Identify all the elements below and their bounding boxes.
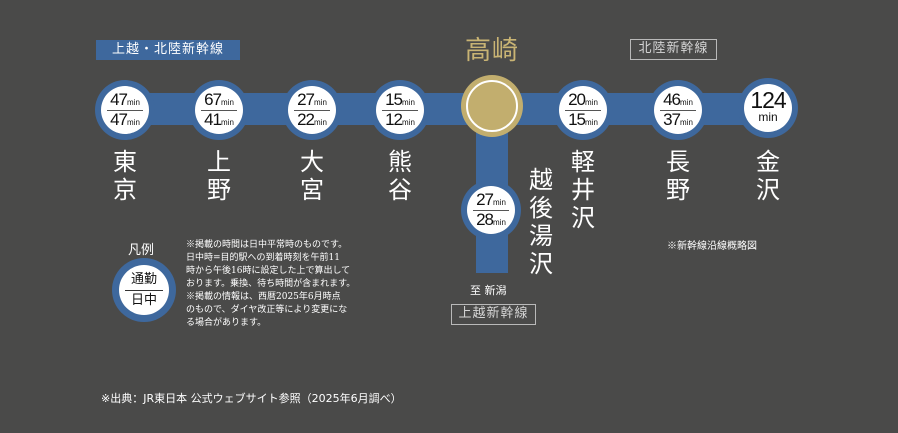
- station-time-tokyo: 47min 47min: [95, 80, 155, 140]
- station-name-ueno: 上野: [207, 148, 231, 204]
- station-time-nagano: 46min 37min: [648, 80, 708, 140]
- station-name-kanazawa: 金沢: [756, 148, 780, 204]
- station-time-echigo-yuzawa: 27min 28min: [461, 180, 521, 240]
- notes: ※掲載の時間は日中平常時のものです。 日中時=目的駅への到着時刻を午前11 時か…: [186, 240, 356, 328]
- joetsu-hokuriku-shinkansen-label: 上越・北陸新幹線: [96, 40, 240, 60]
- legend-daytime-label: 日中: [130, 293, 157, 308]
- station-time-kumagaya: 15min 12min: [370, 80, 430, 140]
- joetsu-shinkansen-label: 上越新幹線: [451, 304, 536, 325]
- station-name-karuizawa: 軽井沢: [571, 148, 595, 232]
- hokuriku-shinkansen-label: 北陸新幹線: [630, 39, 717, 60]
- legend-title: 凡例: [128, 243, 155, 258]
- legend-commute-label: 通勤: [130, 272, 157, 287]
- station-name-nagano: 長野: [666, 148, 690, 204]
- station-time-karuizawa: 20min 15min: [553, 80, 613, 140]
- to-niigata-label: 至 新潟: [470, 284, 507, 297]
- station-name-echigo-yuzawa: 越後湯沢: [529, 166, 553, 278]
- hub-station-marker: [461, 75, 523, 137]
- station-time-kanazawa: 124 min: [738, 78, 798, 138]
- legend-marker: 通勤 日中: [112, 258, 176, 322]
- hub-station-name: 高崎: [464, 36, 519, 66]
- source-note: ※出典：JR東日本 公式ウェブサイト参照（2025年6月調べ）: [101, 392, 402, 405]
- station-name-tokyo: 東京: [113, 148, 137, 204]
- station-time-ueno: 67min 41min: [189, 80, 249, 140]
- station-time-omiya: 27min 22min: [282, 80, 342, 140]
- station-name-omiya: 大宮: [300, 148, 324, 204]
- station-name-kumagaya: 熊谷: [388, 148, 412, 204]
- map-note: ※新幹線沿線概略図: [667, 241, 757, 252]
